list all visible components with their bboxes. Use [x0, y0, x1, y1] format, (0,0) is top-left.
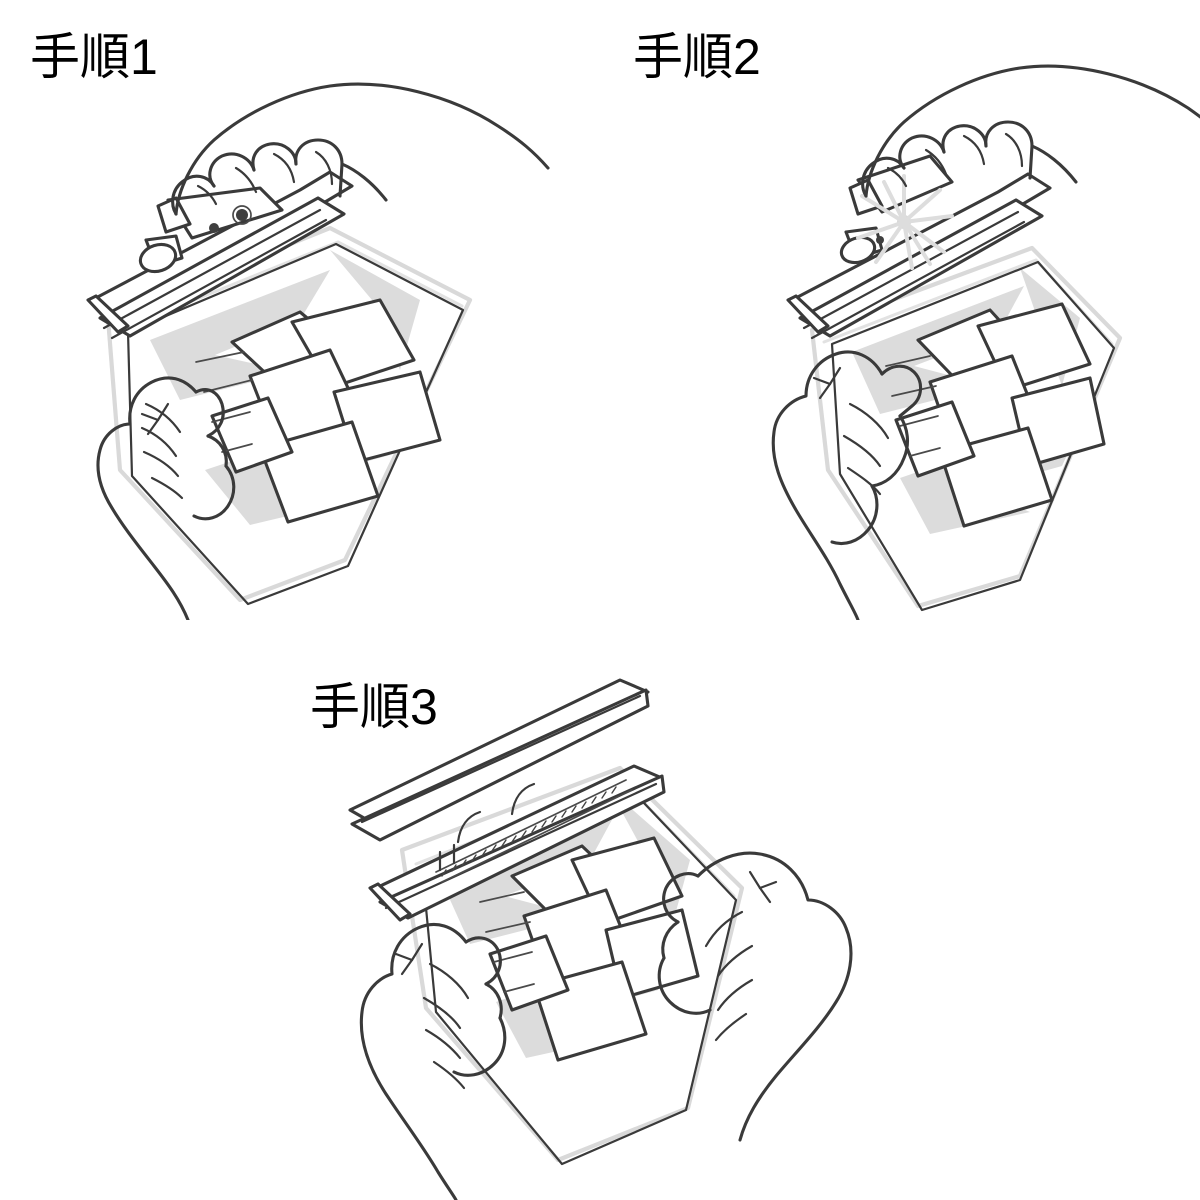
- hand-holding-bag-icon: [359, 923, 507, 1200]
- heat-seal-strip-icon: [435, 779, 633, 883]
- plastic-bag-icon: [105, 225, 473, 603]
- hand-pulling-bag-icon: [657, 851, 853, 1142]
- panel-step-3: 手順3: [290, 620, 910, 1200]
- bag-outline: [126, 242, 465, 606]
- panel-1-illustration: [0, 0, 600, 620]
- panel-step-1: 手順1: [0, 0, 600, 620]
- panel-step-2: 手順2: [600, 0, 1200, 620]
- plastic-bag-icon: [809, 245, 1123, 609]
- panel-3-label: 手順3: [310, 679, 438, 735]
- hand-gripping-icon: [171, 82, 550, 216]
- snack-pieces-icon: [479, 836, 700, 1062]
- hand-pinching-bag-icon: [771, 350, 923, 620]
- bag-outline: [830, 260, 1116, 612]
- bag-outline: [420, 782, 738, 1166]
- hand-holding-bag-icon: [96, 376, 236, 620]
- snack-pieces-icon: [195, 298, 442, 524]
- panel-2-illustration: [600, 0, 1200, 620]
- bag-sealer-icon: [86, 170, 354, 340]
- snack-pieces-icon: [885, 302, 1106, 528]
- seal-activation-burst-icon: [856, 174, 954, 270]
- panel-2-label: 手順2: [633, 29, 761, 85]
- hand-pressing-button-icon: [861, 64, 1200, 198]
- bag-sealer-icon: [786, 154, 1052, 340]
- sealed-plastic-bag-icon: [399, 765, 745, 1163]
- panel-1-label: 手順1: [30, 29, 158, 85]
